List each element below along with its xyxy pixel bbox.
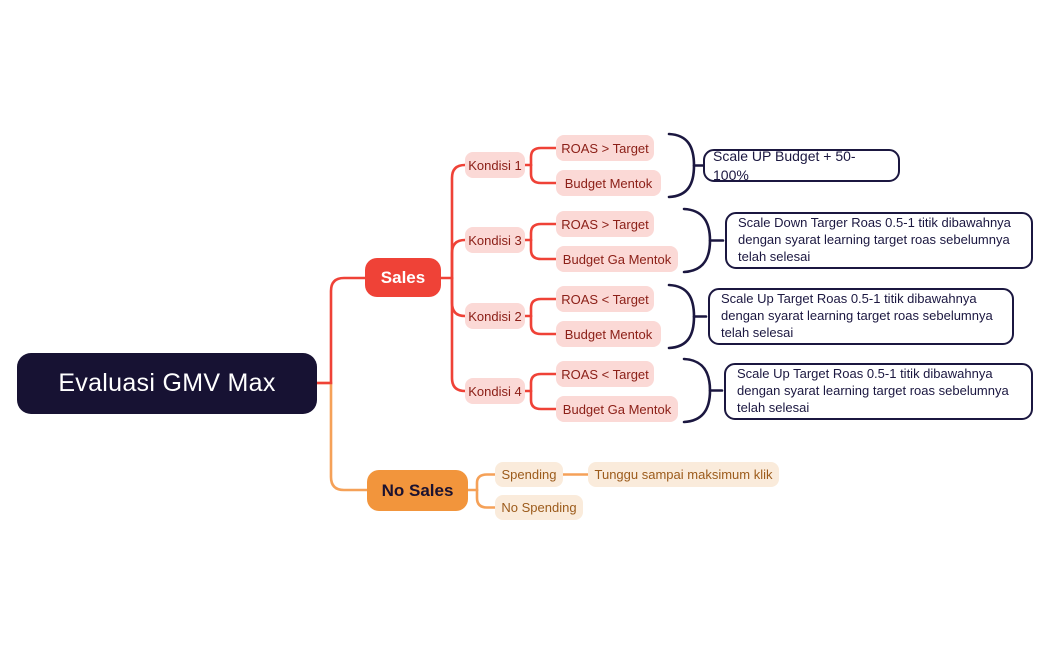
result-node-kondisi-4[interactable]: Scale Up Target Roas 0.5-1 titik dibawah… (724, 363, 1033, 420)
condition-node[interactable]: ROAS > Target (556, 211, 654, 237)
brace-group-2 (667, 283, 708, 350)
condition-node[interactable]: Budget Ga Mentok (556, 246, 678, 272)
brace-group-4 (682, 357, 724, 424)
kondisi-4-node[interactable]: Kondisi 4 (465, 378, 525, 404)
no-spending-label: No Spending (501, 500, 577, 515)
result-node-kondisi-1[interactable]: Scale UP Budget + 50-100% (703, 148, 900, 183)
kondisi-2-label: Kondisi 2 (468, 308, 522, 324)
sales-label: Sales (380, 267, 426, 287)
kondisi-1-node[interactable]: Kondisi 1 (465, 152, 525, 178)
kondisi-4-label: Kondisi 4 (468, 383, 522, 399)
condition-node[interactable]: ROAS < Target (556, 361, 654, 387)
spending-result-node[interactable]: Tunggu sampai maksimum klik (588, 462, 779, 487)
no-sales-label: No Sales (381, 480, 454, 500)
condition-label: Budget Mentok (564, 175, 653, 191)
condition-label: ROAS < Target (561, 366, 649, 382)
brace-group-3 (682, 207, 725, 274)
spending-node[interactable]: Spending (495, 462, 563, 487)
condition-label: ROAS < Target (561, 291, 649, 307)
result-node-kondisi-2[interactable]: Scale Up Target Roas 0.5-1 titik dibawah… (708, 288, 1014, 345)
condition-label: Budget Mentok (564, 326, 653, 342)
kondisi-3-label: Kondisi 3 (468, 232, 522, 248)
condition-node[interactable]: ROAS > Target (556, 135, 654, 161)
no-spending-node[interactable]: No Spending (495, 495, 583, 520)
condition-node[interactable]: Budget Mentok (556, 321, 661, 347)
condition-label: ROAS > Target (561, 140, 649, 156)
result-text: Scale Up Target Roas 0.5-1 titik dibawah… (737, 366, 1009, 415)
kondisi-2-node[interactable]: Kondisi 2 (465, 303, 525, 329)
result-node-kondisi-3[interactable]: Scale Down Targer Roas 0.5-1 titik dibaw… (725, 212, 1033, 269)
result-text: Scale Down Targer Roas 0.5-1 titik dibaw… (738, 215, 1011, 264)
condition-label: Budget Ga Mentok (562, 401, 672, 417)
condition-node[interactable]: Budget Ga Mentok (556, 396, 678, 422)
condition-node[interactable]: Budget Mentok (556, 170, 661, 196)
brace-group-1 (667, 132, 705, 199)
root-node[interactable]: Evaluasi GMV Max (17, 353, 317, 414)
result-text: Scale UP Budget + 50-100% (713, 148, 856, 183)
condition-label: ROAS > Target (561, 216, 649, 232)
condition-label: Budget Ga Mentok (562, 251, 672, 267)
result-text: Scale Up Target Roas 0.5-1 titik dibawah… (721, 291, 993, 340)
kondisi-3-node[interactable]: Kondisi 3 (465, 227, 525, 253)
condition-node[interactable]: ROAS < Target (556, 286, 654, 312)
spending-result-label: Tunggu sampai maksimum klik (594, 467, 773, 482)
kondisi-1-label: Kondisi 1 (468, 157, 522, 173)
no-sales-node[interactable]: No Sales (367, 470, 468, 511)
spending-label: Spending (501, 467, 557, 482)
root-label: Evaluasi GMV Max (58, 369, 276, 397)
sales-node[interactable]: Sales (365, 258, 441, 297)
